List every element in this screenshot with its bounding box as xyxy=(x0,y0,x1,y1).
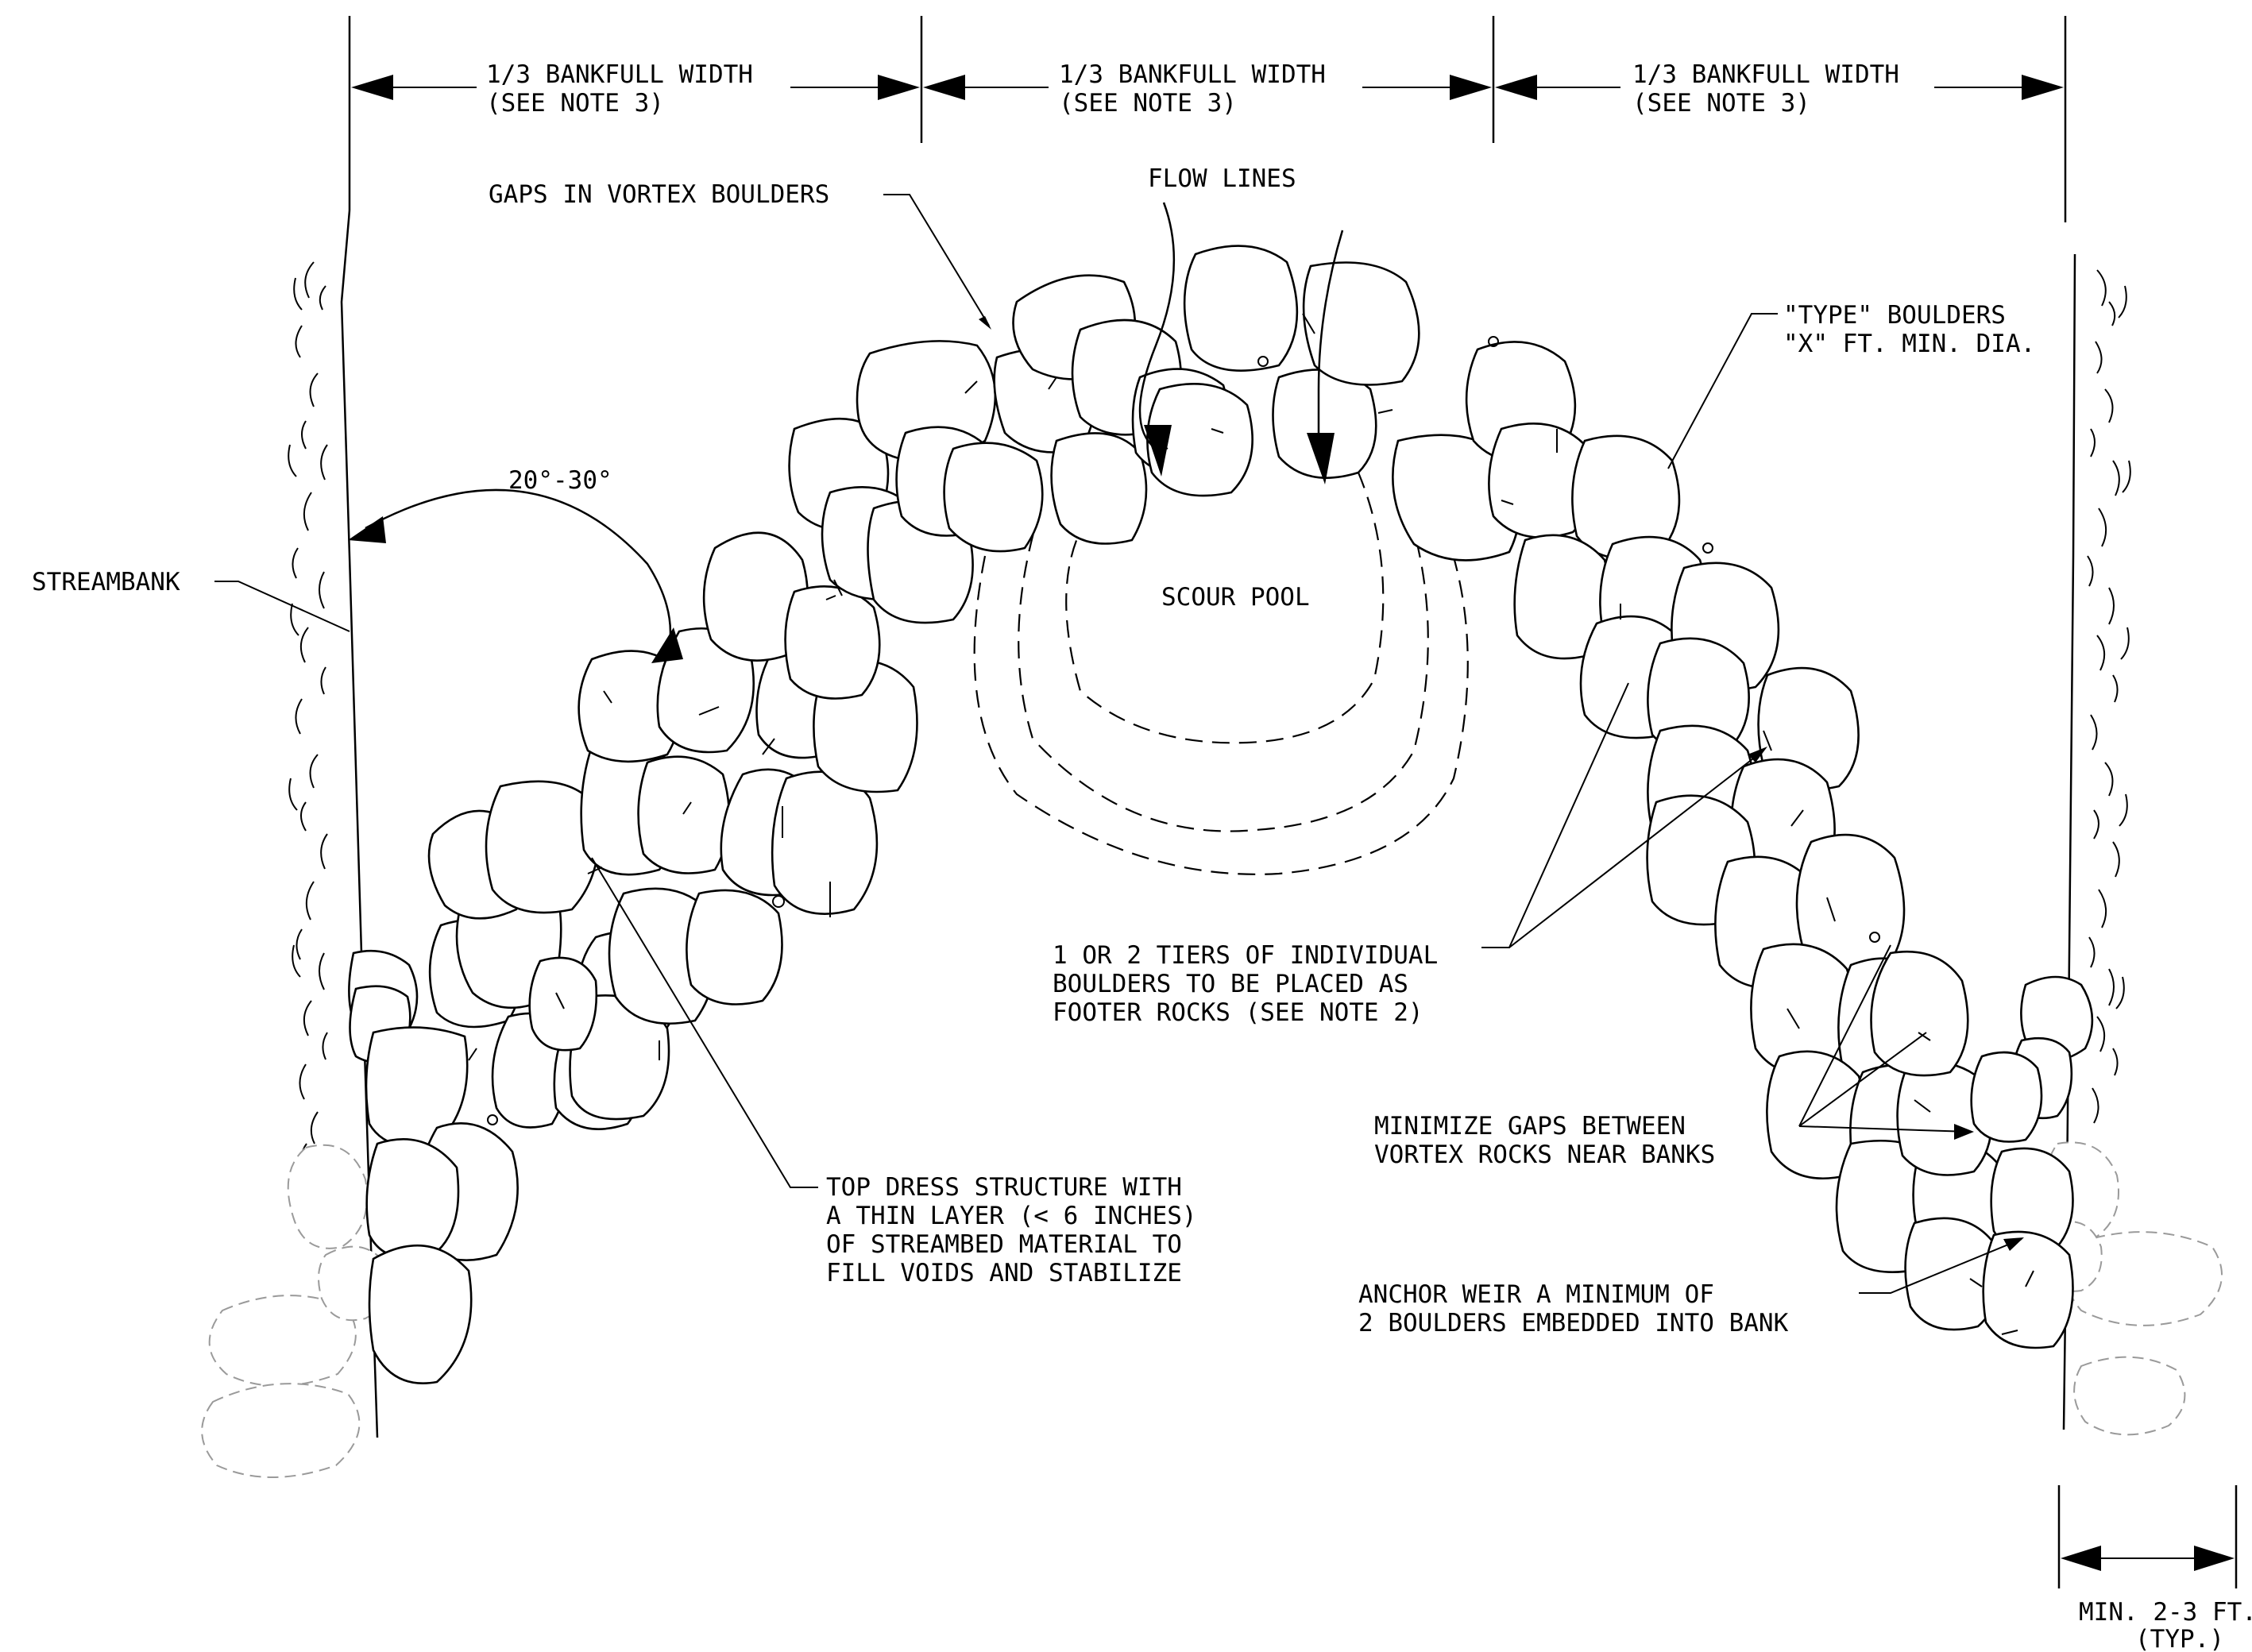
anchor-weir-label-2: 2 BOULDERS EMBEDDED INTO BANK xyxy=(1358,1309,1789,1337)
dim-left-label-2: (SEE NOTE 3) xyxy=(486,89,664,118)
type-boulders-label-1: "TYPE" BOULDERS xyxy=(1783,301,2006,330)
dim-right-label-2: (SEE NOTE 3) xyxy=(1632,89,1810,118)
tiers-label-3: FOOTER ROCKS (SEE NOTE 2) xyxy=(1053,998,1423,1027)
top-dress-label-4: FILL VOIDS AND STABILIZE xyxy=(826,1259,1182,1287)
embedded-boulders-right xyxy=(2044,1141,2223,1436)
tiers-label-2: BOULDERS TO BE PLACED AS xyxy=(1053,970,1408,998)
angle-arc xyxy=(348,488,683,668)
flow-lines-label: FLOW LINES xyxy=(1148,164,1296,193)
top-dress-label-2: A THIN LAYER (< 6 INCHES) xyxy=(826,1202,1197,1230)
boulders-right-arm xyxy=(1392,341,2094,1349)
dim-left-label-1: 1/3 BANKFULL WIDTH xyxy=(486,60,753,89)
embedded-boulders-left xyxy=(201,1144,390,1478)
anchor-weir-label-1: ANCHOR WEIR A MINIMUM OF xyxy=(1358,1280,1714,1309)
labels: 1/3 BANKFULL WIDTH (SEE NOTE 3) 1/3 BANK… xyxy=(32,60,2252,1652)
top-dress-label-1: TOP DRESS STRUCTURE WITH xyxy=(826,1173,1182,1202)
dim-mid-label-2: (SEE NOTE 3) xyxy=(1059,89,1237,118)
gaps-label: GAPS IN VORTEX BOULDERS xyxy=(489,180,829,209)
minimize-gaps-label-2: VORTEX ROCKS NEAR BANKS xyxy=(1374,1141,1715,1169)
top-dress-label-3: OF STREAMBED MATERIAL TO xyxy=(826,1230,1182,1259)
min-ft-label-2: (TYP.) xyxy=(2135,1625,2224,1652)
scour-pool-contours xyxy=(973,472,1469,875)
bottom-right-dimension xyxy=(2057,1485,2238,1588)
scour-pool-label: SCOUR POOL xyxy=(1161,583,1310,612)
min-ft-label-1: MIN. 2-3 FT. xyxy=(2079,1598,2252,1627)
angle-label: 20°-30° xyxy=(508,466,612,495)
tiers-label-1: 1 OR 2 TIERS OF INDIVIDUAL xyxy=(1053,941,1438,970)
flow-lines xyxy=(1138,202,1344,484)
minimize-gaps-label-1: MINIMIZE GAPS BETWEEN xyxy=(1374,1112,1686,1141)
dim-right-label-1: 1/3 BANKFULL WIDTH xyxy=(1632,60,1899,89)
boulder-detail-marks xyxy=(468,313,2034,1335)
dim-mid-label-1: 1/3 BANKFULL WIDTH xyxy=(1059,60,1326,89)
leader-lines xyxy=(214,194,2024,1294)
streambank-label: STREAMBANK xyxy=(32,568,180,596)
type-boulders-label-2: "X" FT. MIN. DIA. xyxy=(1783,330,2035,358)
top-dimension-lines xyxy=(348,16,2067,222)
